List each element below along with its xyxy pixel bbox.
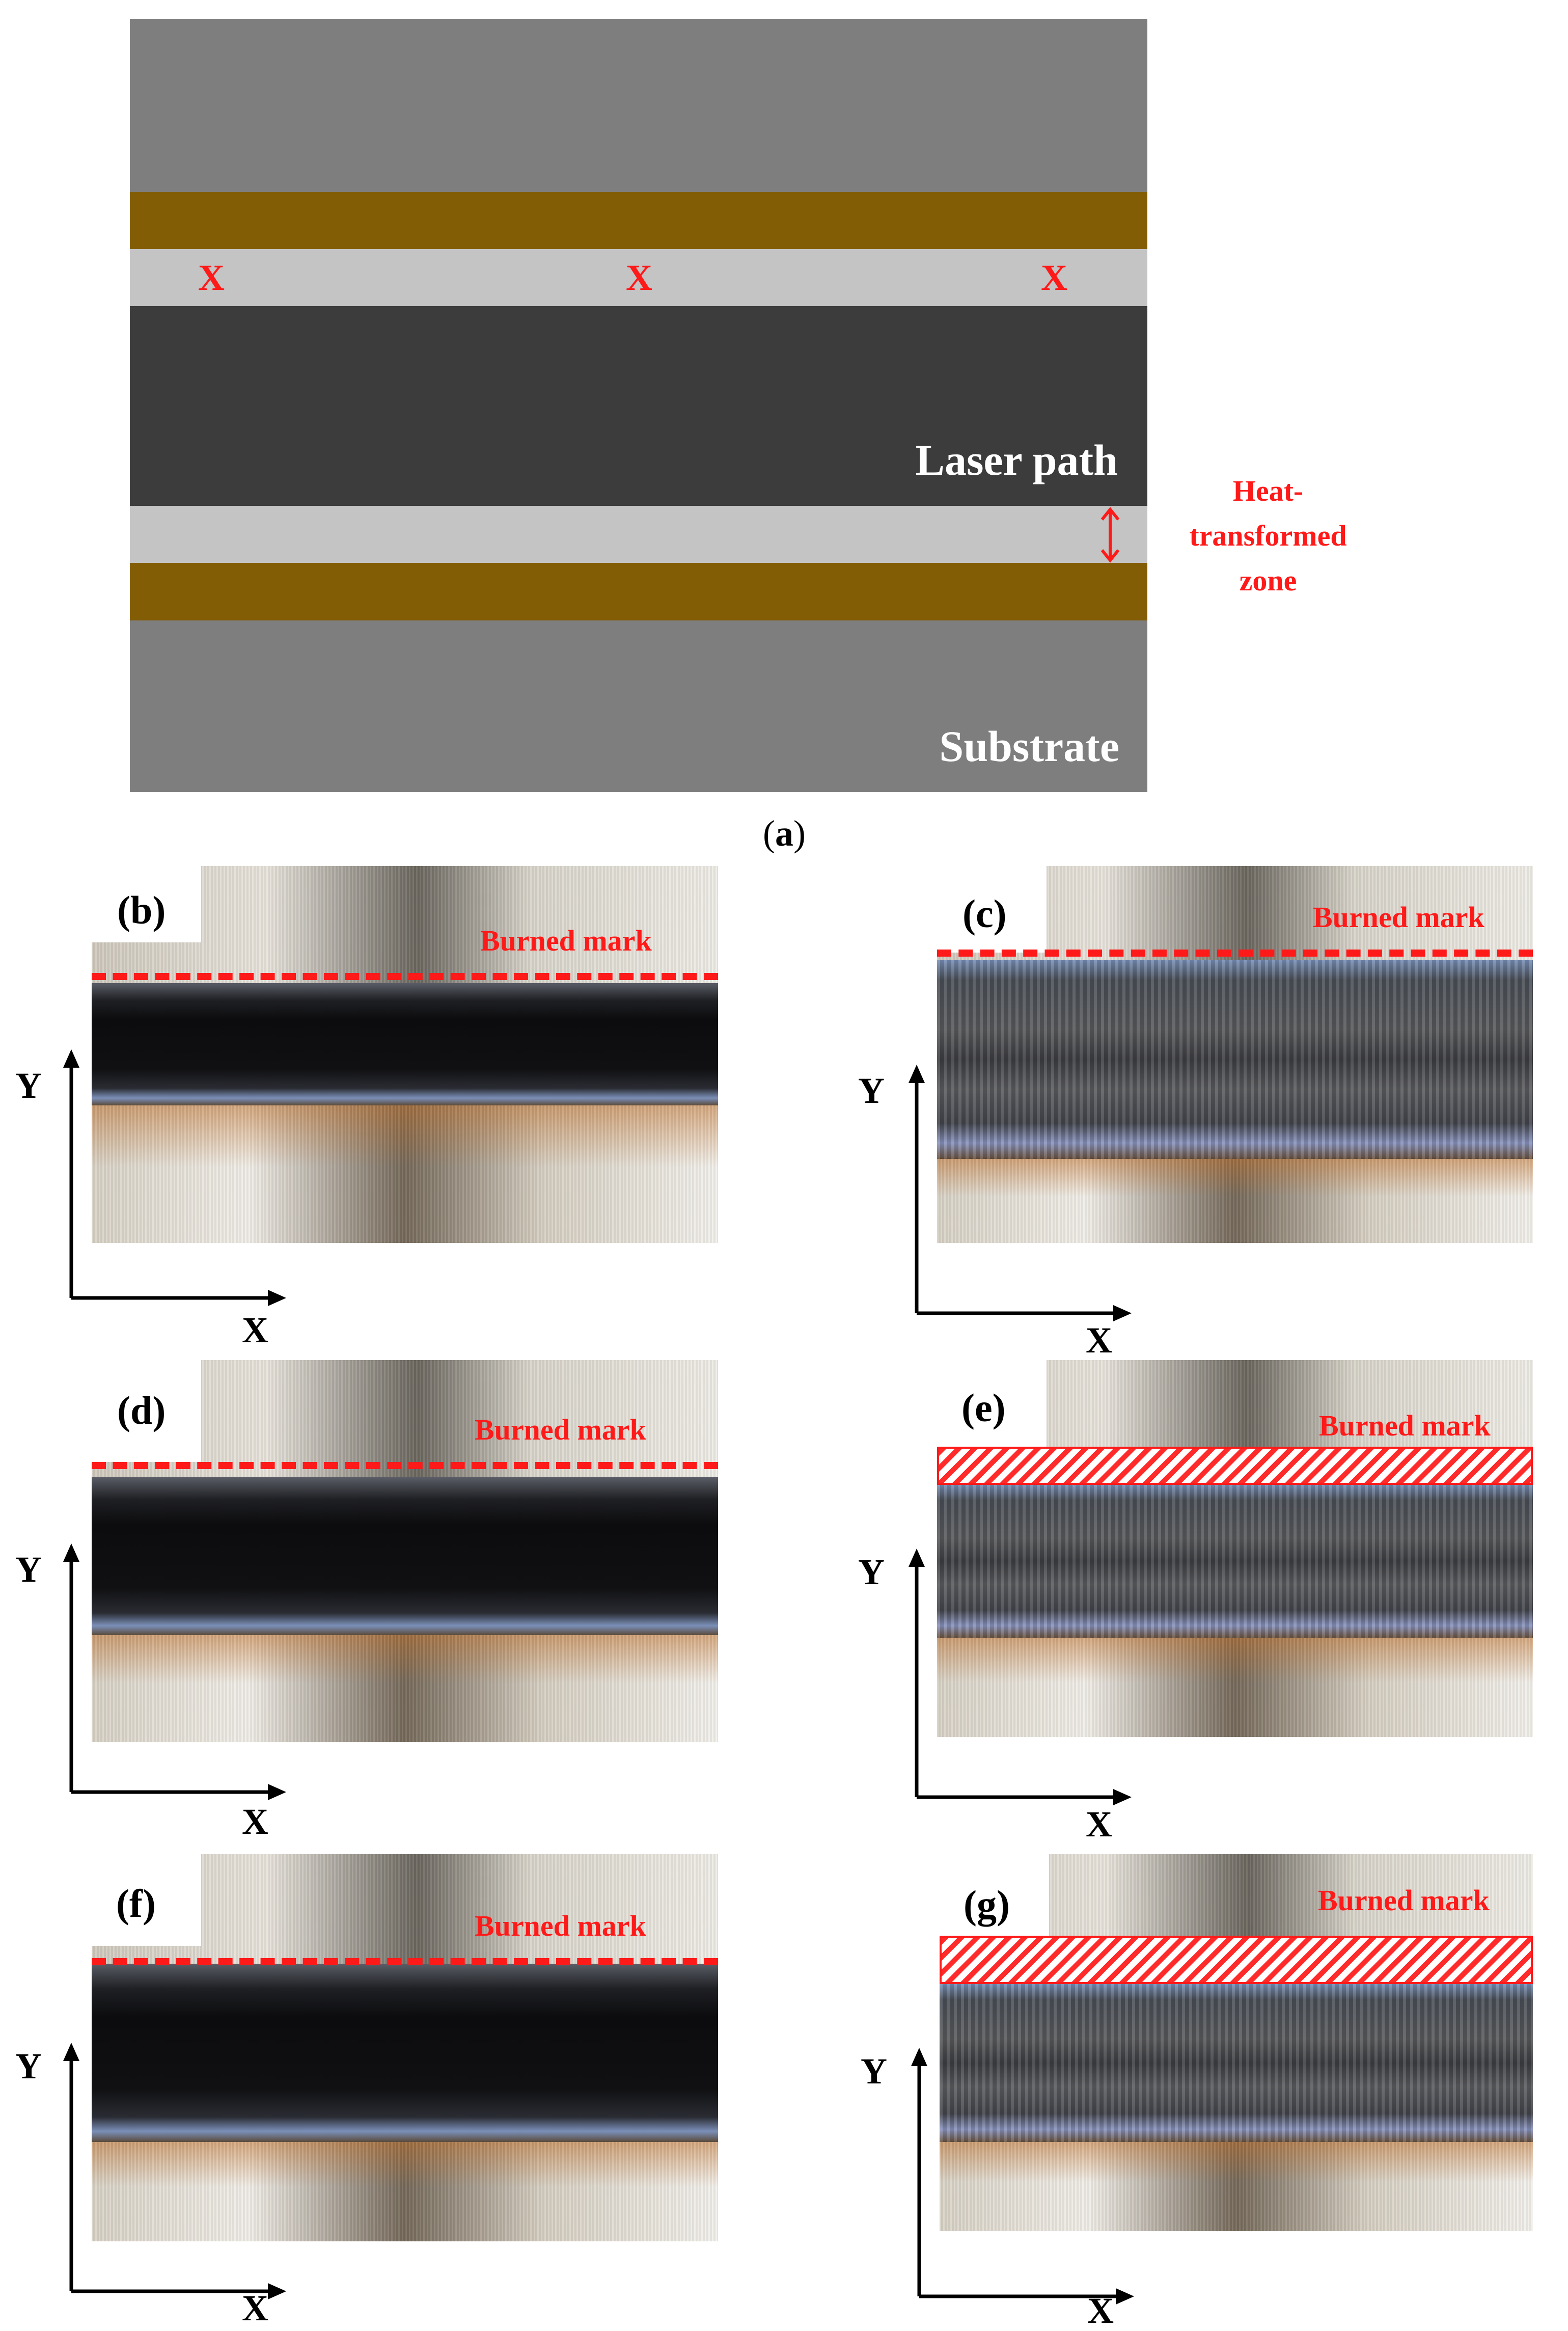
micrograph-c xyxy=(937,866,1533,1243)
x-axis-label: X xyxy=(1086,1804,1112,1845)
burned-mark-label: Burned mark xyxy=(475,1413,646,1446)
panel-f: (f) Burned mark Y X xyxy=(0,1854,784,2328)
panel-label: (f) xyxy=(116,1881,156,1926)
htz-label-line: zone xyxy=(1239,564,1297,597)
x-axis-label: X xyxy=(242,2288,268,2328)
laser-path-label: Laser path xyxy=(915,436,1118,484)
caption-paren: ( xyxy=(763,813,775,854)
y-axis-label: Y xyxy=(858,1552,885,1592)
panel-g: (g) Burned mark Y X xyxy=(789,1854,1568,2329)
panel-label: (b) xyxy=(117,888,166,932)
damage-x-mark: X xyxy=(198,257,225,298)
panel-label: (e) xyxy=(961,1386,1006,1430)
panel-label: (c) xyxy=(962,891,1007,936)
substrate-label: Substrate xyxy=(939,722,1119,771)
htz-label-line: transformed xyxy=(1189,519,1347,552)
damage-x-mark: X xyxy=(1041,257,1067,298)
xy-axes xyxy=(63,2043,286,2299)
htz-label-line: Heat- xyxy=(1232,474,1304,507)
xy-axes xyxy=(911,2048,1134,2305)
laser-path-schematic: X X X Laser path Substrate xyxy=(130,19,1147,792)
caption-letter: a xyxy=(775,813,793,854)
x-axis-label: X xyxy=(1087,2290,1114,2331)
burned-mark-hatched-band xyxy=(940,1936,1533,1984)
burned-mark-dashed-line xyxy=(92,1958,718,1965)
copper-layer-top xyxy=(130,192,1147,249)
micrograph-b xyxy=(92,866,718,1243)
panel-label: (g) xyxy=(964,1882,1010,1927)
panel-label: (d) xyxy=(117,1388,166,1432)
y-axis-label: Y xyxy=(861,2051,887,2092)
burned-mark-label: Burned mark xyxy=(1319,1409,1491,1442)
burned-mark-label: Burned mark xyxy=(1313,901,1484,934)
burned-mark-label: Burned mark xyxy=(480,924,652,957)
y-axis-label: Y xyxy=(858,1070,885,1111)
damage-x-mark: X xyxy=(626,257,652,298)
copper-layer-bottom xyxy=(130,563,1147,620)
panel-caption-a: (a) xyxy=(733,815,835,852)
xy-axes xyxy=(63,1049,286,1306)
y-axis-label: Y xyxy=(15,2046,42,2086)
heat-transformed-zone-bottom xyxy=(130,506,1147,563)
micrograph-d xyxy=(92,1360,718,1742)
x-axis-label: X xyxy=(1086,1320,1112,1361)
xy-axes xyxy=(909,1065,1132,1321)
burned-mark-dashed-line xyxy=(937,950,1533,957)
micrograph-e xyxy=(937,1360,1533,1737)
panel-c: (c) Burned mark Y X xyxy=(789,866,1568,1359)
panel-e: (e) Burned mark Y X xyxy=(789,1360,1568,1845)
burned-mark-dashed-line xyxy=(92,973,718,980)
x-axis-label: X xyxy=(242,1801,268,1842)
y-axis-label: Y xyxy=(15,1549,42,1590)
laser-path-band xyxy=(130,306,1147,506)
xy-axes xyxy=(909,1549,1132,1805)
caption-paren: ) xyxy=(793,813,806,854)
burned-mark-dashed-line xyxy=(92,1462,718,1469)
x-axis-label: X xyxy=(242,1310,268,1350)
panel-b: (b) Burned mark Y X xyxy=(0,866,784,1350)
burned-mark-label: Burned mark xyxy=(1318,1884,1490,1917)
burned-mark-hatched-band xyxy=(937,1447,1533,1485)
heat-transformed-zone-top xyxy=(130,249,1147,306)
heat-transformed-zone-label: Heat- transformed zone xyxy=(1166,469,1370,603)
y-axis-label: Y xyxy=(15,1065,42,1106)
double-arrow-icon xyxy=(1101,507,1120,563)
burned-mark-label: Burned mark xyxy=(475,1909,646,1942)
xy-axes xyxy=(63,1543,286,1800)
panel-d: (d) Burned mark Y X xyxy=(0,1360,784,1842)
micrograph-f xyxy=(92,1854,718,2241)
